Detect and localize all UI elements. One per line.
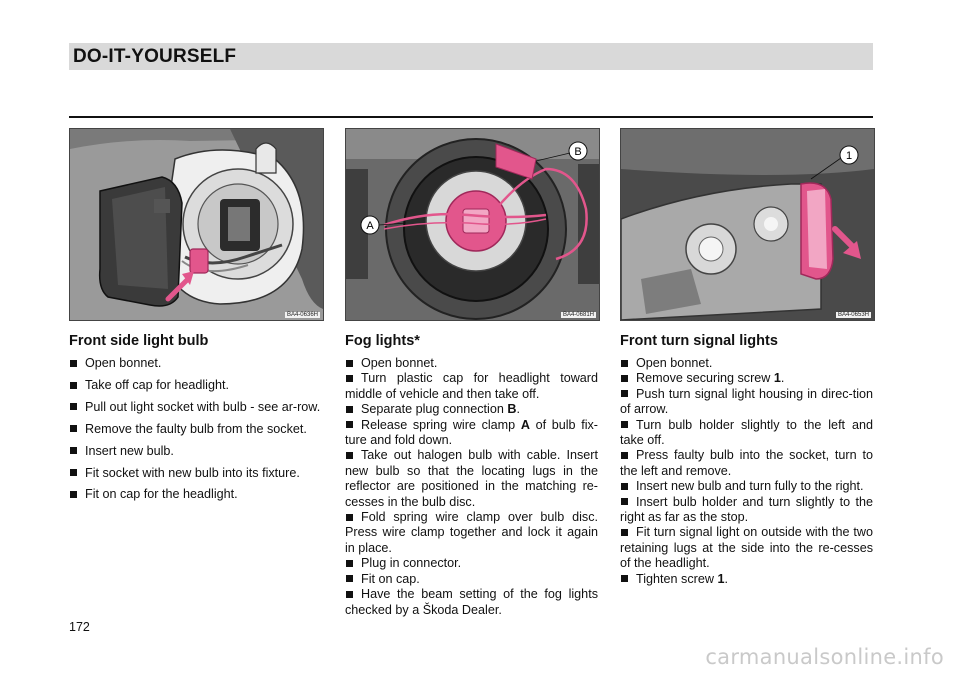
step-item: Have the beam setting of the fog lights … [345, 587, 598, 617]
section-front-turn-signal: Front turn signal lights Open bonnet. Re… [620, 333, 873, 587]
step-item: Press faulty bulb into the socket, turn … [620, 448, 873, 478]
bullet-icon [621, 482, 628, 490]
bullet-icon [346, 513, 353, 521]
step-item: Insert bulb holder and turn slightly to … [620, 494, 873, 525]
steps-list: Open bonnet. Turn plastic cap for headli… [345, 356, 598, 618]
section-header-band [69, 43, 873, 70]
step-item: Fit on cap. [345, 572, 598, 587]
step-item: Open bonnet. [345, 356, 598, 371]
step-item: Fit on cap for the headlight. [69, 487, 322, 502]
bullet-icon [70, 491, 77, 499]
steps-list: Open bonnet. Remove securing screw 1. Pu… [620, 356, 873, 587]
section-heading: Front side light bulb [69, 333, 209, 349]
step-item: Pull out light socket with bulb - see ar… [69, 400, 322, 415]
step-item: Fold spring wire clamp over bulb disc. P… [345, 510, 598, 555]
bullet-icon [346, 375, 353, 383]
bullet-icon [346, 452, 353, 460]
step-item: Insert new bulb and turn fully to the ri… [620, 479, 873, 494]
figure-code: BA4-0636H [284, 312, 320, 318]
bullet-icon [70, 447, 77, 455]
fog-light-illustration: B A [346, 129, 599, 320]
bullet-icon [621, 375, 628, 383]
callout-label-b: B [574, 146, 581, 158]
bullet-icon [621, 421, 628, 429]
bullet-icon [70, 403, 77, 411]
bullet-icon [621, 498, 628, 506]
callout-label-a: A [366, 220, 374, 232]
figure-code: BA4-0653H [835, 312, 871, 318]
bullet-icon [346, 590, 353, 598]
step-item: Push turn signal light housing in direc-… [620, 386, 873, 417]
bullet-icon [346, 405, 353, 413]
bullet-icon [346, 359, 353, 367]
bullet-icon [621, 575, 628, 583]
section-title: DO-IT-YOURSELF [73, 46, 237, 67]
section-front-side-light: Front side light bulb Open bonnet. Take … [69, 333, 322, 509]
step-item: Take out halogen bulb with cable. Insert… [345, 448, 598, 509]
turn-signal-illustration: 1 [621, 129, 874, 320]
page-number: 172 [69, 620, 90, 634]
side-light-illustration [70, 129, 323, 320]
step-item: Turn plastic cap for headlight toward mi… [345, 371, 598, 401]
bullet-icon [70, 359, 77, 367]
step-item: Release spring wire clamp A of bulb fix-… [345, 417, 598, 448]
site-watermark: carmanualsonline.info [705, 645, 944, 669]
step-item: Remove securing screw 1. [620, 371, 873, 386]
step-item: Separate plug connection B. [345, 402, 598, 417]
callout-label-1: 1 [846, 150, 852, 162]
bullet-icon [346, 421, 353, 429]
steps-list: Open bonnet. Take off cap for headlight.… [69, 356, 322, 503]
step-item: Open bonnet. [620, 356, 873, 371]
bullet-icon [70, 425, 77, 433]
figure-turn-signal: 1 BA4-0653H [620, 128, 875, 321]
step-item: Fit turn signal light on outside with th… [620, 525, 873, 571]
step-item: Tighten screw 1. [620, 572, 873, 587]
header-rule [69, 116, 873, 118]
bullet-icon [70, 469, 77, 477]
section-fog-lights: Fog lights* Open bonnet. Turn plastic ca… [345, 333, 598, 618]
step-item: Plug in connector. [345, 556, 598, 571]
step-item: Fit socket with new bulb into its fixtur… [69, 466, 322, 481]
bullet-icon [621, 390, 628, 398]
bullet-icon [621, 529, 628, 537]
step-item: Remove the faulty bulb from the socket. [69, 422, 322, 437]
step-item: Take off cap for headlight. [69, 378, 322, 393]
bullet-icon [346, 575, 353, 583]
bullet-icon [346, 559, 353, 567]
section-heading: Front turn signal lights [620, 333, 778, 349]
step-item: Open bonnet. [69, 356, 322, 371]
bullet-icon [621, 452, 628, 460]
bullet-icon [70, 381, 77, 389]
figure-fog-lights: B A BA4-0681H [345, 128, 600, 321]
figure-side-light-bulb: BA4-0636H [69, 128, 324, 321]
bullet-icon [621, 359, 628, 367]
figure-code: BA4-0681H [560, 312, 596, 318]
step-item: Turn bulb holder slightly to the left an… [620, 417, 873, 448]
section-heading: Fog lights* [345, 333, 420, 349]
step-item: Insert new bulb. [69, 444, 322, 459]
